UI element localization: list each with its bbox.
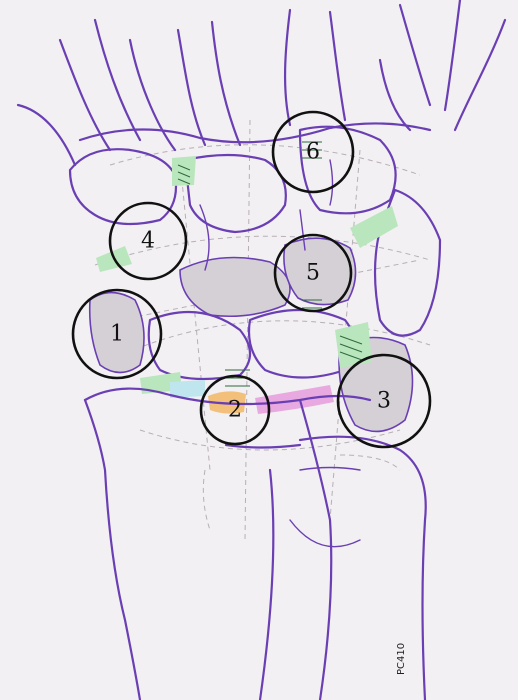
marker-label: 5 bbox=[306, 261, 320, 286]
marker-label: 2 bbox=[228, 398, 242, 423]
guide-lines bbox=[95, 120, 430, 540]
marker-label: 6 bbox=[306, 140, 320, 165]
marker-label: 4 bbox=[141, 229, 155, 254]
marker-4: 4 bbox=[110, 203, 186, 279]
marker-6: 6 bbox=[273, 112, 353, 192]
artist-signature: PC410 bbox=[396, 643, 407, 675]
marker-label: 3 bbox=[377, 389, 391, 414]
forearm-bones bbox=[85, 389, 426, 700]
carpal-bones bbox=[70, 127, 440, 432]
metacarpals bbox=[18, 0, 505, 165]
marker-label: 1 bbox=[110, 322, 124, 347]
